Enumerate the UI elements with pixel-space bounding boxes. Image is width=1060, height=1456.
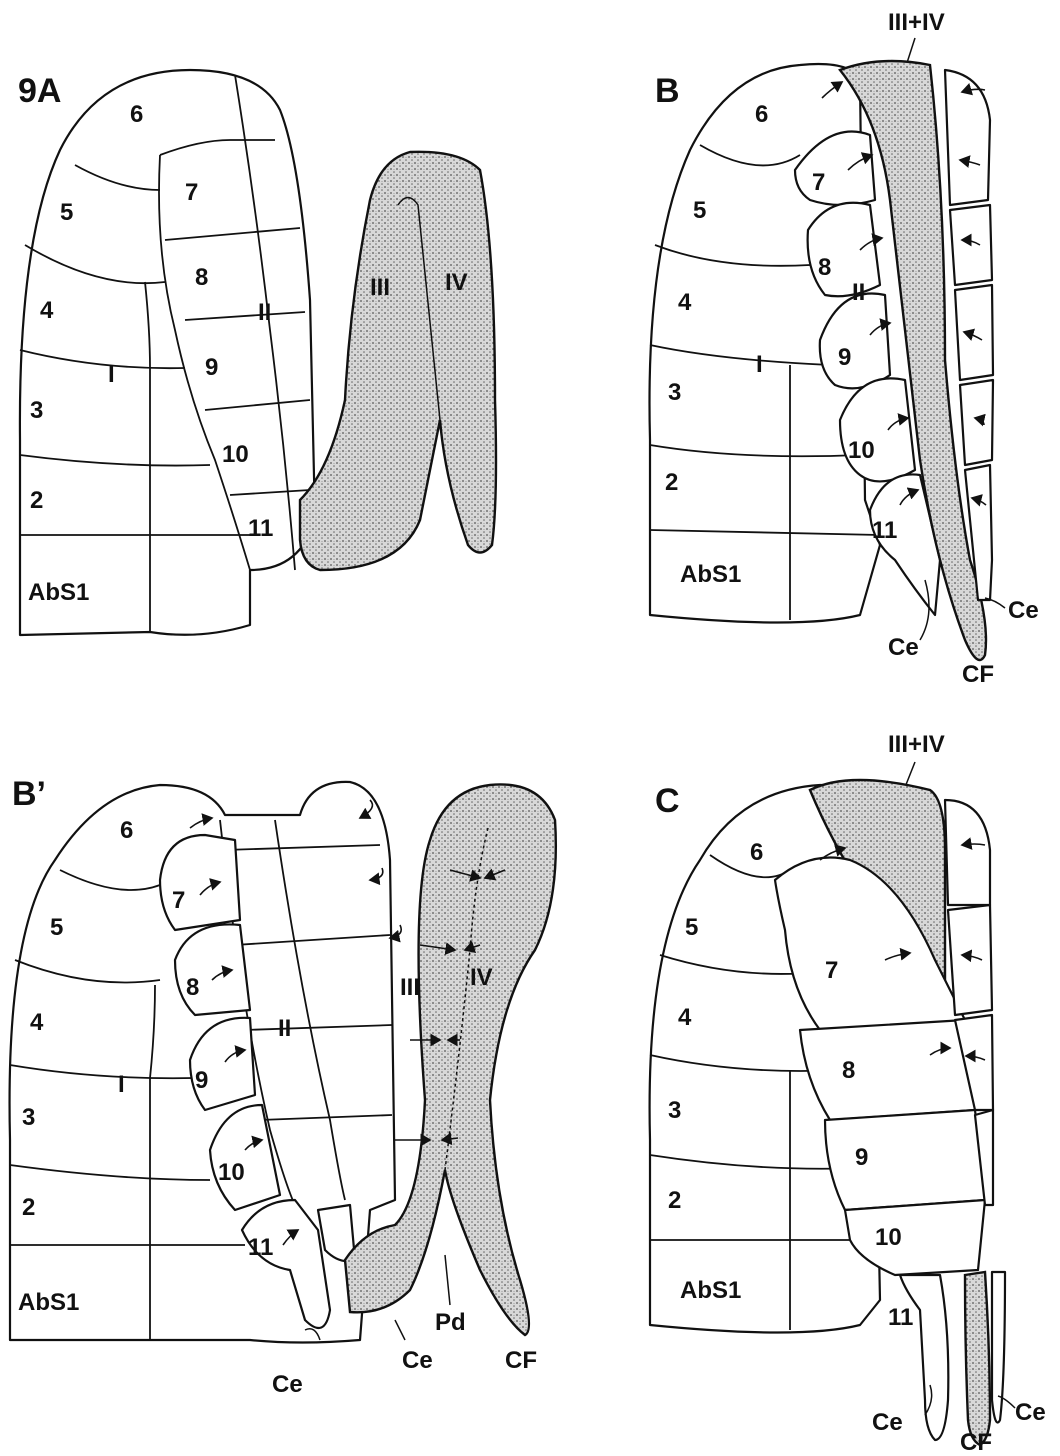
extra-label: CF — [505, 1347, 537, 1374]
seg-label: 7 — [825, 957, 838, 984]
panel-b-prime: B’ — [10, 775, 556, 1398]
extra-label: CF — [962, 661, 994, 688]
extra-label: Pd — [435, 1309, 466, 1336]
extra-label: Ce — [1008, 597, 1039, 624]
panel-c: C III+IV 6 5 4 3 — [650, 731, 1046, 1456]
seg-label: 6 — [755, 101, 768, 128]
seg-label: AbS1 — [18, 1289, 79, 1316]
extra-label: Ce — [402, 1347, 433, 1374]
seg-label: 7 — [185, 179, 198, 206]
fused-label: III+IV — [888, 731, 945, 758]
seg-label: 10 — [875, 1224, 902, 1251]
line-label: III — [370, 274, 390, 301]
seg-label: 3 — [22, 1104, 35, 1131]
seg-label: 5 — [685, 914, 698, 941]
seg-label: 11 — [872, 517, 897, 544]
seg-label: 5 — [60, 199, 73, 226]
seg-label: 10 — [218, 1159, 245, 1186]
seg-label: 4 — [40, 297, 54, 324]
panel-letter: 9A — [18, 72, 61, 110]
panel-9a: 9A 6 5 4 3 2 AbS1 7 8 9 10 11 I II — [18, 70, 496, 635]
seg-label: 11 — [248, 515, 273, 542]
panel-b: B III+IV 6 — [650, 9, 1039, 688]
seg-label: 3 — [30, 397, 43, 424]
seg-label: 5 — [693, 197, 706, 224]
seg-label: 10 — [222, 441, 249, 468]
seg-label: 7 — [812, 169, 825, 196]
seg-label: 7 — [172, 887, 185, 914]
seg-label: 11 — [248, 1234, 273, 1261]
line-label: III — [400, 974, 420, 1001]
seg-label: 5 — [50, 914, 63, 941]
line-label: II — [258, 299, 271, 326]
seg-label: 9 — [195, 1067, 208, 1094]
seg-label: 2 — [30, 487, 43, 514]
extra-label: Ce — [1015, 1399, 1046, 1426]
seg-label: AbS1 — [680, 1277, 741, 1304]
extra-label: Ce — [888, 634, 919, 661]
seg-label: 6 — [120, 817, 133, 844]
extra-label: Ce — [272, 1371, 303, 1398]
seg-label: 8 — [842, 1057, 855, 1084]
seg-label: AbS1 — [680, 561, 741, 588]
seg-label: 9 — [205, 354, 218, 381]
seg-label: 9 — [838, 344, 851, 371]
seg-label: 8 — [195, 264, 208, 291]
seg-label: 3 — [668, 379, 681, 406]
seg-label: 4 — [30, 1009, 44, 1036]
seg-label: 4 — [678, 289, 692, 316]
seg-label: 9 — [855, 1144, 868, 1171]
line-label: IV — [470, 964, 493, 991]
line-label: I — [118, 1071, 125, 1098]
extra-label: Ce — [872, 1409, 903, 1436]
seg-label: 8 — [818, 254, 831, 281]
seg-label: 2 — [22, 1194, 35, 1221]
line-label: II — [278, 1015, 291, 1042]
line-label: II — [852, 279, 865, 306]
panel-letter: C — [655, 782, 680, 820]
seg-label: AbS1 — [28, 579, 89, 606]
seg-label: 6 — [750, 839, 763, 866]
seg-label: 2 — [668, 1187, 681, 1214]
seg-label: 8 — [186, 974, 199, 1001]
fused-label: III+IV — [888, 9, 945, 36]
extra-label: CF — [960, 1429, 992, 1456]
panel-letter: B — [655, 72, 680, 110]
line-label: I — [756, 351, 763, 378]
seg-label: 3 — [668, 1097, 681, 1124]
seg-label: 2 — [665, 469, 678, 496]
seg-label: 6 — [130, 101, 143, 128]
line-label: IV — [445, 269, 468, 296]
seg-label: 4 — [678, 1004, 692, 1031]
seg-label: 11 — [888, 1304, 913, 1331]
line-label: I — [108, 361, 115, 388]
panel-letter: B’ — [12, 775, 46, 813]
seg-label: 10 — [848, 437, 875, 464]
